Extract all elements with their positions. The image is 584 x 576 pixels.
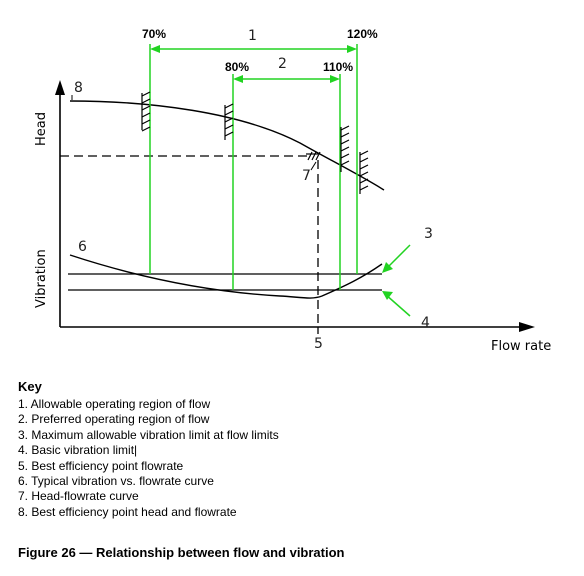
arrow-1-right xyxy=(347,45,357,53)
region-lines xyxy=(149,44,358,290)
x-axis-arrow xyxy=(519,322,535,332)
callout-arrows xyxy=(384,244,411,317)
key-section: Key 1. Allowable operating region of flo… xyxy=(18,379,578,520)
arrow-2-right xyxy=(330,75,340,83)
label-80pct: 80% xyxy=(225,60,249,74)
head-flowrate-curve xyxy=(69,100,385,191)
callout-8-leader xyxy=(310,161,317,171)
hatch-110pct xyxy=(340,125,350,172)
callout-4: 4 xyxy=(421,315,430,331)
key-item-4: 4. Basic vibration limit| xyxy=(18,443,138,458)
region-1-number: 1 xyxy=(248,28,257,44)
arrow-3-head xyxy=(382,262,393,273)
callout-8: 7 xyxy=(302,168,311,184)
key-list: 1. Allowable operating region of flow 2.… xyxy=(18,397,578,520)
callout-7: 8 xyxy=(74,80,83,96)
vibration-axis-label: Vibration xyxy=(34,249,49,308)
vibration-curve xyxy=(69,254,383,299)
label-110pct: 110% xyxy=(323,60,353,74)
key-item-8: 8. Best efficiency point head and flowra… xyxy=(18,504,237,519)
region-span-arrows xyxy=(150,45,357,83)
head-axis-label: Head xyxy=(34,112,49,146)
arrow-2-left xyxy=(233,75,243,83)
y-axis-arrow xyxy=(55,80,65,95)
flow-rate-axis-label: Flow rate xyxy=(491,339,551,354)
region-2-number: 2 xyxy=(278,56,287,72)
key-item-5: 5. Best efficiency point flowrate xyxy=(18,458,184,473)
callout-5: 5 xyxy=(314,336,323,352)
flow-vibration-diagram: Head Vibration Flow rate xyxy=(34,27,551,354)
figure-caption: Figure 26 — Relationship between flow an… xyxy=(18,545,345,560)
key-title: Key xyxy=(18,379,42,394)
hatch-80pct xyxy=(224,103,234,140)
arrow-4-line xyxy=(384,293,411,317)
key-item-3: 3. Maximum allowable vibration limit at … xyxy=(18,427,279,442)
hatch-70pct xyxy=(141,91,151,132)
key-item-6: 6. Typical vibration vs. flowrate curve xyxy=(18,474,214,489)
hatch-bep xyxy=(306,151,321,161)
arrow-1-left xyxy=(150,45,160,53)
key-item-2: 2. Preferred operating region of flow xyxy=(18,412,210,427)
hatch-marks xyxy=(141,91,369,194)
hatch-120pct xyxy=(359,150,369,194)
key-item-7: 7. Head-flowrate curve xyxy=(18,489,139,504)
label-120pct: 120% xyxy=(347,27,378,41)
key-item-1: 1. Allowable operating region of flow xyxy=(18,397,211,411)
label-70pct: 70% xyxy=(142,27,166,41)
arrow-4-head xyxy=(382,291,393,300)
callout-6: 6 xyxy=(78,239,87,255)
callout-3: 3 xyxy=(424,226,433,242)
